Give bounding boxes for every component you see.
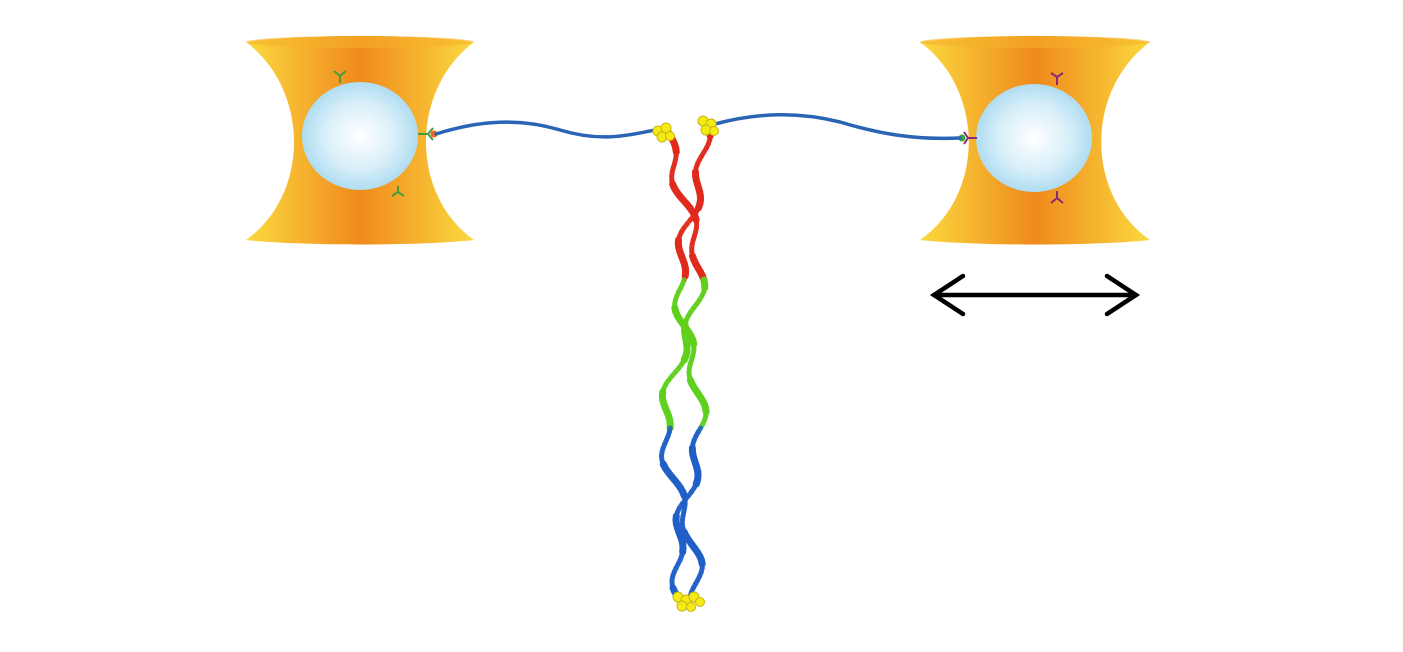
right-trap-top-rim (920, 36, 1150, 48)
bottom-linker-atoms (672, 591, 705, 612)
right-antibody-top (1050, 72, 1064, 85)
right-antibody-bottom (1050, 191, 1064, 204)
left-optical-trap (246, 36, 474, 245)
right-handle-tag (958, 134, 966, 142)
right-optical-trap (920, 36, 1150, 245)
left-dna-handle (434, 120, 657, 139)
right-bead (976, 84, 1092, 192)
left-bead (302, 82, 418, 190)
left-antibody-bottom (391, 186, 405, 197)
coiled-coil-protein (658, 128, 714, 604)
left-trap-top-rim (246, 36, 474, 48)
left-antibody-attachment (418, 127, 434, 141)
right-antibody-attachment (963, 131, 977, 145)
right-linker-atoms (697, 115, 719, 136)
double-arrow-icon (929, 273, 1141, 317)
left-antibody-top (333, 70, 347, 83)
right-dna-handle (713, 113, 962, 141)
left-linker-atoms (652, 122, 675, 143)
